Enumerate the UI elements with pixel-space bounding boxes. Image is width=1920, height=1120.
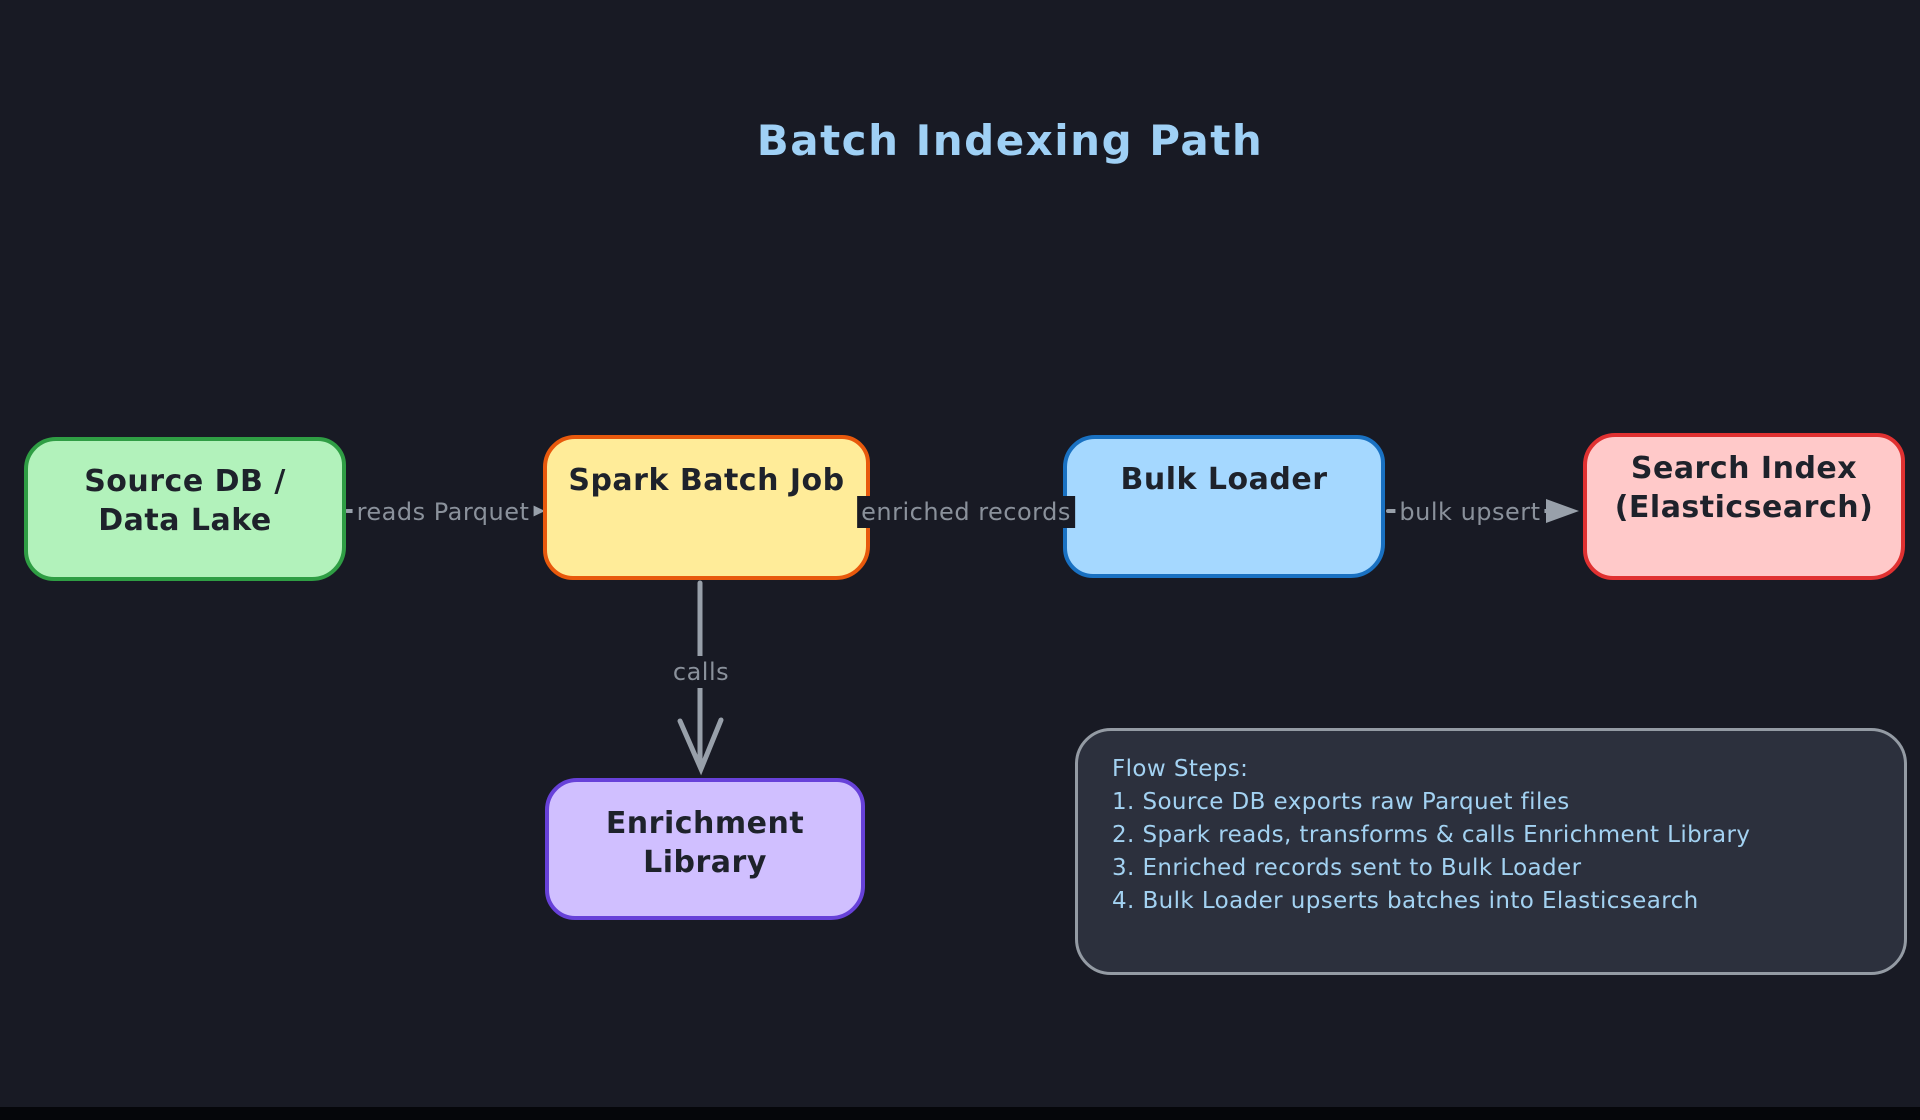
flow-step-1: 1. Source DB exports raw Parquet files	[1112, 789, 1570, 815]
diagram-title: Batch Indexing Path	[756, 116, 1264, 165]
edge-calls-arrowhead	[677, 717, 724, 776]
flow-step-4: 4. Bulk Loader upserts batches into Elas…	[1112, 888, 1699, 914]
node-source-db: Source DB / Data Lake	[24, 437, 346, 581]
flow-steps-box: Flow Steps: 1. Source DB exports raw Par…	[1075, 728, 1907, 975]
node-search-index: Search Index (Elasticsearch)	[1583, 433, 1905, 580]
node-spark-batch-job: Spark Batch Job	[543, 435, 870, 580]
flow-step-3: 3. Enriched records sent to Bulk Loader	[1112, 855, 1582, 881]
flow-step-2: 2. Spark reads, transforms & calls Enric…	[1112, 822, 1751, 848]
edge-label-bulk-upsert: bulk upsert	[1395, 496, 1545, 528]
edge-label-calls: calls	[668, 656, 734, 688]
edge-bulk-upsert-arrowhead	[1546, 499, 1579, 523]
edge-label-reads-parquet: reads Parquet	[352, 496, 534, 528]
edge-label-enriched-records: enriched records	[857, 496, 1075, 528]
node-enrichment-library: Enrichment Library	[545, 778, 865, 920]
node-bulk-loader: Bulk Loader	[1063, 435, 1385, 578]
bottom-edge-bar	[0, 1107, 1920, 1120]
flow-steps-heading: Flow Steps:	[1112, 756, 1249, 782]
